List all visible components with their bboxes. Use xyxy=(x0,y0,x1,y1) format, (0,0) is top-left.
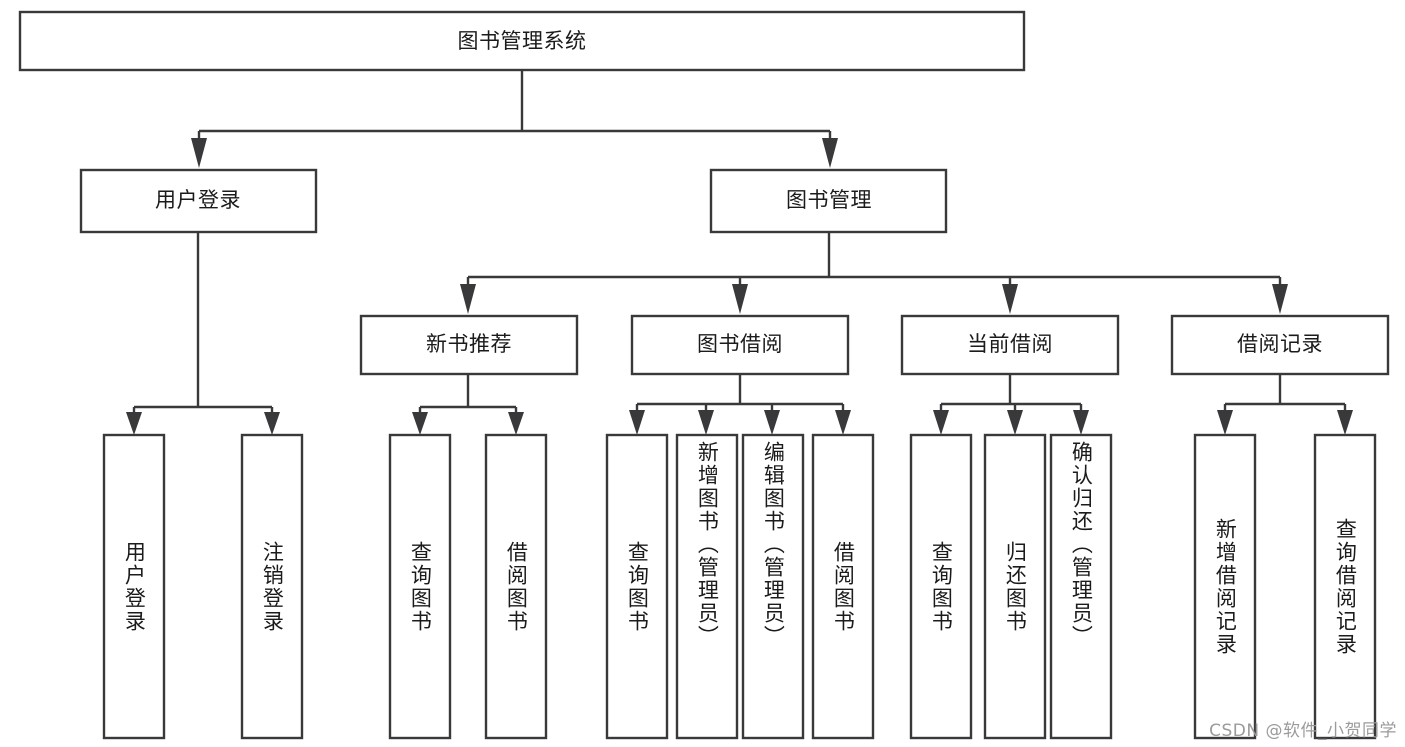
node-borrow-record-label: 借阅记录 xyxy=(1237,332,1323,356)
arrow-book-borrow xyxy=(732,284,748,314)
arrow-leaf-return-book xyxy=(1007,410,1023,435)
arrow-new-book-recommend xyxy=(460,284,476,314)
arrow-leaf-add-book xyxy=(698,410,714,435)
node-leaf-logout[interactable] xyxy=(240,433,304,740)
arrow-book-manage xyxy=(822,138,838,168)
node-leaf-borrow-book-2[interactable] xyxy=(811,433,875,740)
arrow-leaf-query-record xyxy=(1337,410,1353,435)
node-leaf-borrow-book-1[interactable] xyxy=(484,433,548,740)
node-current-borrow-label: 当前借阅 xyxy=(967,332,1053,356)
arrow-leaf-query-book-3 xyxy=(933,410,949,435)
node-leaf-user-login[interactable] xyxy=(102,433,166,740)
node-leaf-query-record[interactable] xyxy=(1313,433,1377,740)
node-leaf-add-book[interactable] xyxy=(675,433,739,740)
arrow-current-borrow xyxy=(1002,284,1018,314)
node-new-book-recommend[interactable] xyxy=(359,314,579,376)
csdn-watermark: CSDN @软件_小贺同学 xyxy=(1209,721,1397,741)
node-leaf-query-book-3[interactable] xyxy=(909,433,973,740)
arrow-leaf-edit-book xyxy=(764,410,780,435)
node-borrow-record[interactable] xyxy=(1170,314,1390,376)
arrow-borrow-record xyxy=(1272,284,1288,314)
node-root-label: 图书管理系统 xyxy=(458,29,587,53)
node-book-borrow-label: 图书借阅 xyxy=(697,332,783,356)
arrow-leaf-borrow-book-1 xyxy=(508,412,524,435)
node-user-login[interactable] xyxy=(79,168,318,234)
arrow-leaf-query-book-1 xyxy=(412,412,428,435)
arrow-leaf-confirm-return xyxy=(1073,410,1089,435)
node-leaf-return-book[interactable] xyxy=(983,433,1047,740)
node-layer: 图书管理系统 用户登录 图书管理 新书推荐 图书借阅 当前借阅 借阅记录 xyxy=(18,10,1390,740)
node-leaf-confirm-return[interactable] xyxy=(1049,433,1113,740)
arrow-leaf-logout xyxy=(264,412,280,435)
arrow-leaf-query-book-2 xyxy=(629,410,645,435)
node-new-book-recommend-label: 新书推荐 xyxy=(426,332,512,356)
node-root[interactable] xyxy=(18,10,1026,72)
node-leaf-add-record[interactable] xyxy=(1193,433,1257,740)
connector-layer xyxy=(126,70,1353,435)
arrow-leaf-user-login xyxy=(126,412,142,435)
node-leaf-edit-book[interactable] xyxy=(741,433,805,740)
arrow-leaf-add-record xyxy=(1217,410,1233,435)
node-user-login-label: 用户登录 xyxy=(155,188,241,212)
node-book-manage[interactable] xyxy=(709,168,948,234)
node-leaf-query-book-1[interactable] xyxy=(388,433,452,740)
arrow-leaf-borrow-book-2 xyxy=(835,410,851,435)
node-leaf-query-book-2[interactable] xyxy=(605,433,669,740)
node-book-borrow[interactable] xyxy=(630,314,850,376)
node-book-manage-label: 图书管理 xyxy=(786,188,872,212)
node-current-borrow[interactable] xyxy=(900,314,1120,376)
arrow-user-login xyxy=(191,138,207,168)
